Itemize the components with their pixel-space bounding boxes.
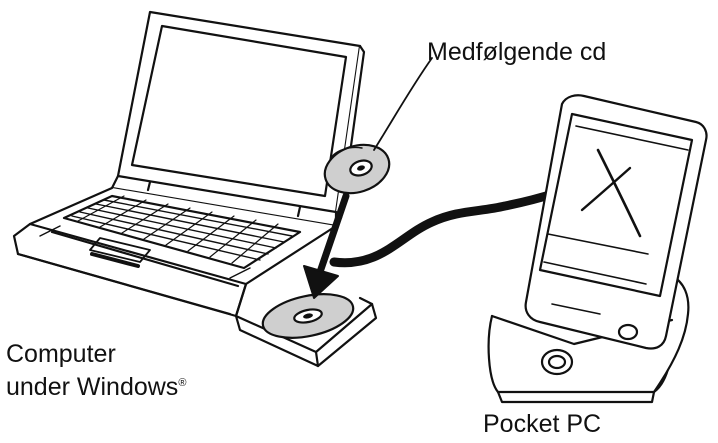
laptop-icon xyxy=(12,10,366,318)
cd-leader-line xyxy=(373,57,433,151)
computer-label-line2: under Windows® xyxy=(6,369,186,402)
computer-label-line1: Computer xyxy=(6,340,116,368)
pocket-pc-icon xyxy=(524,94,708,350)
registered-mark: ® xyxy=(178,377,187,389)
cd-tray-icon xyxy=(234,293,378,368)
computer-label: Computer under Windows® xyxy=(6,340,186,402)
sync-cable-icon xyxy=(329,188,561,268)
cd-label: Medfølgende cd xyxy=(427,38,607,66)
insert-arrow-icon xyxy=(303,192,350,299)
cd-disc-icon xyxy=(323,143,391,195)
computer-label-os: under Windows xyxy=(6,373,179,401)
pocket-pc-label: Pocket PC xyxy=(483,410,602,438)
